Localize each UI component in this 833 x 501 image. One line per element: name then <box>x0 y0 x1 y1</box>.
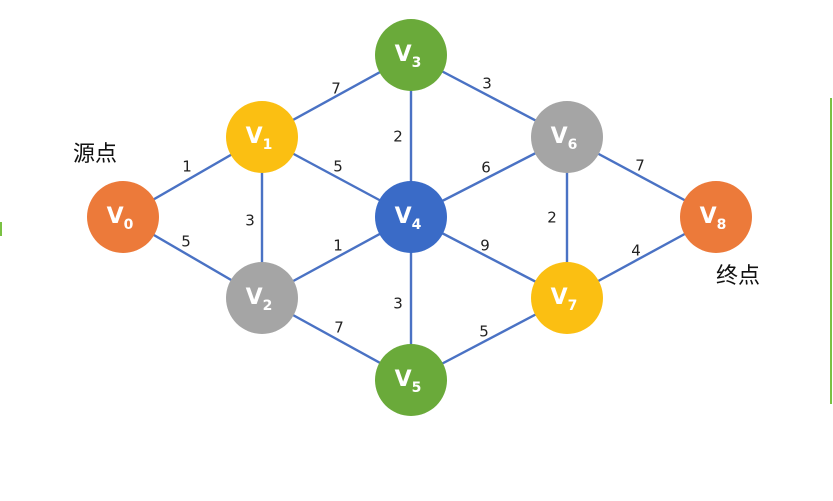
node-v4: V4 <box>375 181 447 253</box>
node-subscript: 7 <box>568 298 578 314</box>
node-subscript: 0 <box>124 217 134 233</box>
node-label-v0: V0 <box>107 204 134 233</box>
node-letter: V <box>395 42 412 67</box>
edge-weight-v7-v8: 4 <box>631 242 641 260</box>
edge-weight-v1-v2: 3 <box>245 212 255 230</box>
node-label-v5: V5 <box>395 367 422 396</box>
edge-weight-v5-v7: 5 <box>479 323 489 341</box>
node-label-v6: V6 <box>551 124 578 153</box>
node-circle-v7 <box>531 262 603 334</box>
node-label-v2: V2 <box>246 285 273 314</box>
node-subscript: 5 <box>412 380 422 396</box>
node-letter: V <box>551 124 568 149</box>
node-subscript: 3 <box>412 55 422 71</box>
node-letter: V <box>107 204 124 229</box>
edge-weight-v1-v3: 7 <box>331 80 341 98</box>
node-circle-v0 <box>87 181 159 253</box>
node-letter: V <box>700 204 717 229</box>
node-subscript: 6 <box>568 137 578 153</box>
node-subscript: 1 <box>263 137 273 153</box>
node-v3: V3 <box>375 19 447 91</box>
edge-weight-v0-v1: 1 <box>182 158 192 176</box>
node-circle-v2 <box>226 262 298 334</box>
node-letter: V <box>395 204 412 229</box>
node-label-v4: V4 <box>395 204 422 233</box>
source-label: 源点 <box>73 142 117 167</box>
node-label-v3: V3 <box>395 42 422 71</box>
edge-weight-v2-v5: 7 <box>334 319 344 337</box>
edge-weight-v3-v4: 2 <box>393 128 403 146</box>
sink-label: 终点 <box>716 264 760 289</box>
node-circle-v1 <box>226 101 298 173</box>
node-circle-v8 <box>680 181 752 253</box>
node-v6: V6 <box>531 101 603 173</box>
node-letter: V <box>551 285 568 310</box>
node-subscript: 2 <box>263 298 273 314</box>
node-subscript: 4 <box>412 217 422 233</box>
edge-weight-v4-v5: 3 <box>393 295 403 313</box>
node-label-v8: V8 <box>700 204 727 233</box>
node-circle-v5 <box>375 344 447 416</box>
node-label-v1: V1 <box>246 124 273 153</box>
node-letter: V <box>246 124 263 149</box>
node-circle-v4 <box>375 181 447 253</box>
edge-weight-v2-v4: 1 <box>333 237 343 255</box>
node-v0: V0 <box>87 181 159 253</box>
edge-weight-v4-v6: 6 <box>481 159 491 177</box>
node-v2: V2 <box>226 262 298 334</box>
edge-weight-v0-v2: 5 <box>181 233 191 251</box>
edge-weight-v6-v8: 7 <box>635 157 645 175</box>
node-label-v7: V7 <box>551 285 578 314</box>
node-v1: V1 <box>226 101 298 173</box>
edge-weight-v6-v7: 2 <box>547 209 557 227</box>
weights-layer: 1 5 3 7 5 1 7 2 3 3 6 9 5 2 7 4 <box>181 75 645 341</box>
node-circle-v3 <box>375 19 447 91</box>
node-circle-v6 <box>531 101 603 173</box>
node-letter: V <box>395 367 412 392</box>
node-letter: V <box>246 285 263 310</box>
edge-weight-v3-v6: 3 <box>482 75 492 93</box>
edge-weight-v1-v4: 5 <box>333 158 343 176</box>
node-v8: V8 <box>680 181 752 253</box>
node-v7: V7 <box>531 262 603 334</box>
edge-weight-v4-v7: 9 <box>480 237 490 255</box>
node-subscript: 8 <box>717 217 727 233</box>
node-v5: V5 <box>375 344 447 416</box>
